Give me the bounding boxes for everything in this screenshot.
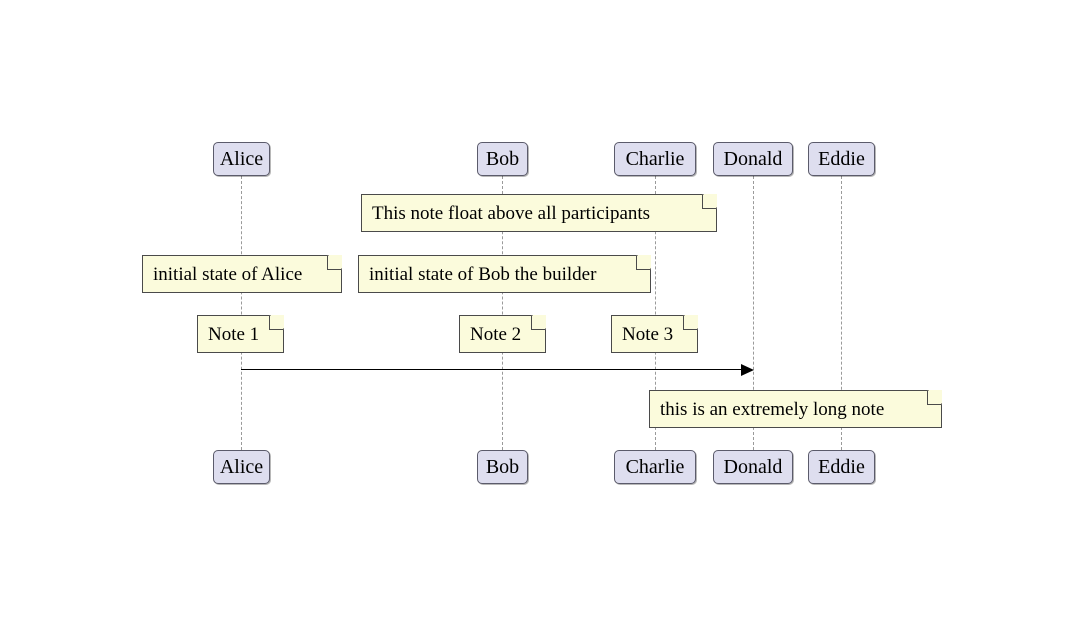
note-fold-corner-icon xyxy=(702,194,717,209)
participant-bob-top[interactable]: Bob xyxy=(477,142,528,176)
note-text: Note 2 xyxy=(470,323,522,345)
participant-eddie-top[interactable]: Eddie xyxy=(808,142,875,176)
note-text: Note 3 xyxy=(622,323,674,345)
participant-donald-top[interactable]: Donald xyxy=(713,142,793,176)
note-fold-corner-icon xyxy=(636,255,651,270)
note-3[interactable]: Note 3 xyxy=(611,315,698,353)
lifeline-eddie xyxy=(841,176,842,450)
participant-label: Donald xyxy=(723,456,783,478)
note-body xyxy=(142,255,342,293)
note-text: Note 1 xyxy=(208,323,260,345)
participant-label: Eddie xyxy=(818,148,865,170)
participant-bob-bottom[interactable]: Bob xyxy=(477,450,528,484)
participant-donald-bottom[interactable]: Donald xyxy=(713,450,793,484)
note-text: this is an extremely long note xyxy=(660,398,885,420)
message-alice-to-donald-arrowhead-icon xyxy=(741,364,754,376)
note-long[interactable]: this is an extremely long note xyxy=(649,390,942,428)
note-fold-corner-icon xyxy=(327,255,342,270)
participant-alice-bottom[interactable]: Alice xyxy=(213,450,270,484)
lifeline-charlie xyxy=(655,176,656,450)
participant-label: Charlie xyxy=(625,148,685,170)
participant-label: Alice xyxy=(219,148,264,170)
note-text: This note float above all participants xyxy=(372,202,651,224)
participant-charlie-top[interactable]: Charlie xyxy=(614,142,696,176)
note-body xyxy=(358,255,651,293)
participant-label: Alice xyxy=(219,456,264,478)
participant-eddie-bottom[interactable]: Eddie xyxy=(808,450,875,484)
note-fold-corner-icon xyxy=(927,390,942,405)
note-text: initial state of Bob the builder xyxy=(369,263,597,285)
note-float-above[interactable]: This note float above all participants xyxy=(361,194,717,232)
note-initial-bob[interactable]: initial state of Bob the builder xyxy=(358,255,651,293)
note-2[interactable]: Note 2 xyxy=(459,315,546,353)
lifeline-bob xyxy=(502,176,503,450)
note-initial-alice[interactable]: initial state of Alice xyxy=(142,255,342,293)
participant-label: Eddie xyxy=(818,456,865,478)
message-alice-to-donald-line[interactable] xyxy=(241,369,742,370)
note-body xyxy=(361,194,717,232)
participant-charlie-bottom[interactable]: Charlie xyxy=(614,450,696,484)
participant-label: Charlie xyxy=(625,456,685,478)
note-text: initial state of Alice xyxy=(153,263,303,285)
lifeline-donald xyxy=(753,176,754,450)
participant-label: Bob xyxy=(485,456,520,478)
participant-label: Donald xyxy=(723,148,783,170)
participant-label: Bob xyxy=(485,148,520,170)
participant-alice-top[interactable]: Alice xyxy=(213,142,270,176)
lifeline-alice xyxy=(241,176,242,450)
note-body xyxy=(649,390,942,428)
note-1[interactable]: Note 1 xyxy=(197,315,284,353)
